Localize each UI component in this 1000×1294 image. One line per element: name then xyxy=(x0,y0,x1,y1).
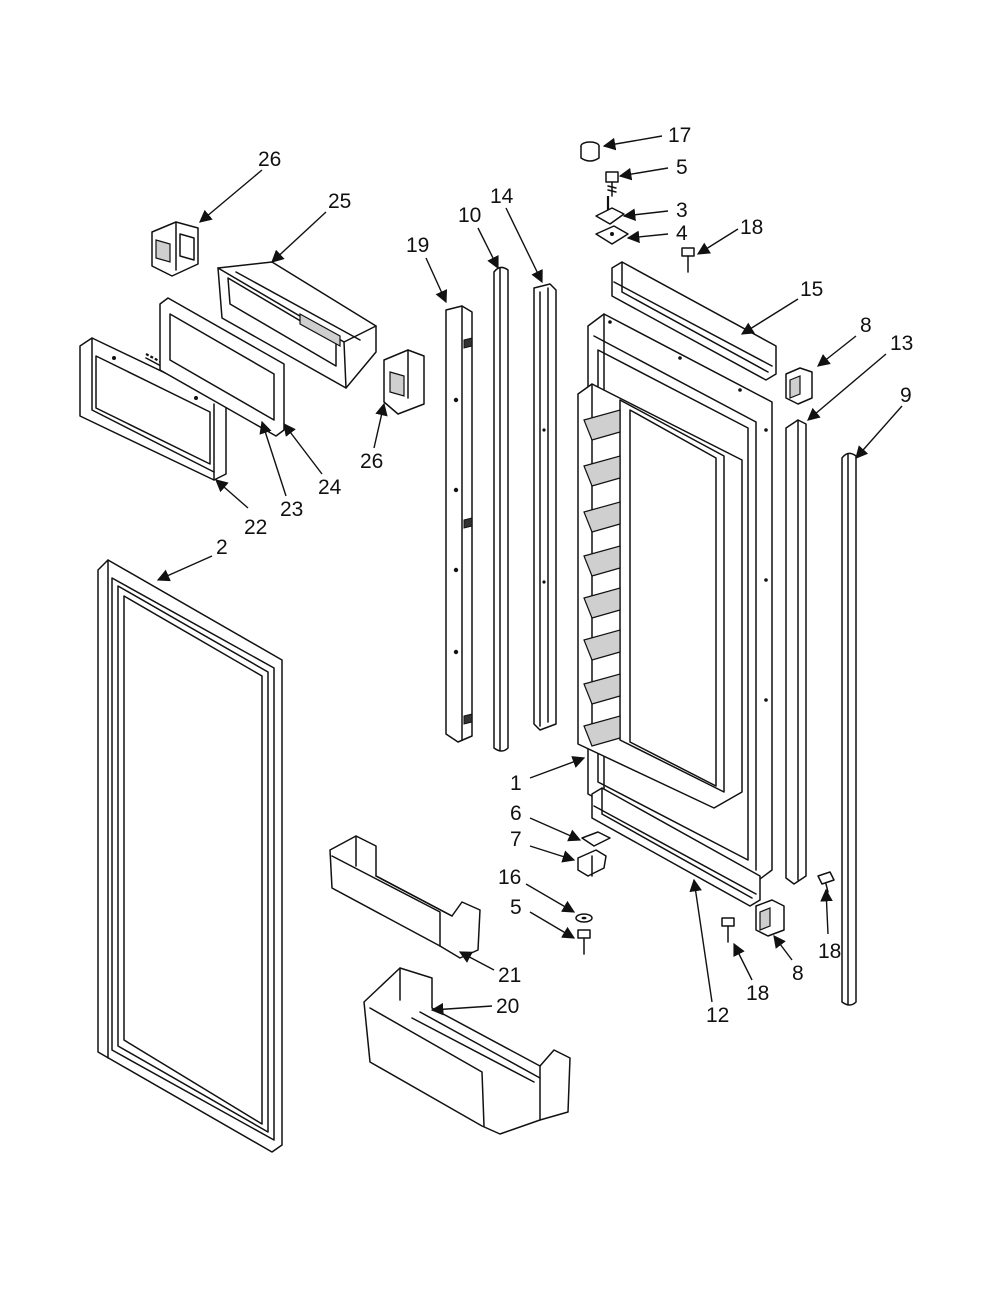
callout-16: 16 xyxy=(498,866,521,889)
part-cap xyxy=(580,141,600,162)
callout-7: 7 xyxy=(510,828,522,851)
callout-4: 4 xyxy=(676,222,688,245)
callout-5-top: 5 xyxy=(676,156,688,179)
part-clip-lower xyxy=(755,899,785,937)
part-door-liner xyxy=(577,313,773,883)
part-hinge-plate xyxy=(595,225,629,245)
callout-8-upper: 8 xyxy=(860,314,872,337)
callout-8-lower: 8 xyxy=(792,962,804,985)
callout-22: 22 xyxy=(244,516,267,539)
part-screw-top xyxy=(605,171,619,197)
callout-19: 19 xyxy=(406,234,429,257)
part-gasket-tube-left xyxy=(493,266,509,752)
callout-17: 17 xyxy=(668,124,691,147)
part-channel-strip xyxy=(533,283,557,731)
callout-1: 1 xyxy=(510,772,522,795)
part-bin-door xyxy=(79,337,227,481)
callout-23: 23 xyxy=(280,498,303,521)
callout-6: 6 xyxy=(510,802,522,825)
callout-leaders xyxy=(156,135,903,1016)
callout-9: 9 xyxy=(900,384,912,407)
callout-25: 25 xyxy=(328,190,351,213)
callout-26-lower: 26 xyxy=(360,450,383,473)
part-top-channel xyxy=(611,261,777,381)
part-screw-upper xyxy=(681,247,695,273)
part-bin-housing xyxy=(217,261,377,389)
callout-26-upper: 26 xyxy=(258,148,281,171)
callout-15: 15 xyxy=(800,278,823,301)
part-clip-upper xyxy=(785,367,813,405)
part-screw-bottom xyxy=(577,929,591,955)
part-bracket-lower xyxy=(383,349,425,415)
callout-12: 12 xyxy=(706,1004,729,1027)
callout-3: 3 xyxy=(676,199,688,222)
callout-14: 14 xyxy=(490,185,514,208)
callout-18-lower: 18 xyxy=(746,982,769,1005)
part-gasket-tube-right xyxy=(841,452,857,1006)
part-bottom-hinge xyxy=(577,849,607,877)
part-side-channel xyxy=(785,419,807,885)
part-hinge-pin xyxy=(595,196,625,225)
callout-labels: 17 5 3 4 18 15 8 13 9 26 25 19 10 14 26 … xyxy=(216,124,913,1027)
part-washer xyxy=(575,913,593,923)
callout-10: 10 xyxy=(458,204,481,227)
callout-24: 24 xyxy=(318,476,342,499)
callout-5-bottom: 5 xyxy=(510,896,522,919)
part-bottom-channel xyxy=(591,787,761,907)
part-bottom-hinge-plate xyxy=(581,831,611,847)
part-door-bin-large xyxy=(363,967,571,1135)
callout-2: 2 xyxy=(216,536,228,559)
callout-18-upper: 18 xyxy=(740,216,763,239)
callout-18-right: 18 xyxy=(818,940,841,963)
door-shelf-ribs xyxy=(583,409,621,747)
part-door-bin-small xyxy=(329,835,481,959)
part-hinge-strip xyxy=(445,305,473,743)
callout-20: 20 xyxy=(496,995,519,1018)
callout-21: 21 xyxy=(498,964,521,987)
part-door-gasket xyxy=(97,559,283,1153)
part-screw-lower xyxy=(721,917,735,943)
callout-13: 13 xyxy=(890,332,913,355)
part-bracket-upper xyxy=(151,221,199,277)
part-screw-right xyxy=(817,871,835,893)
